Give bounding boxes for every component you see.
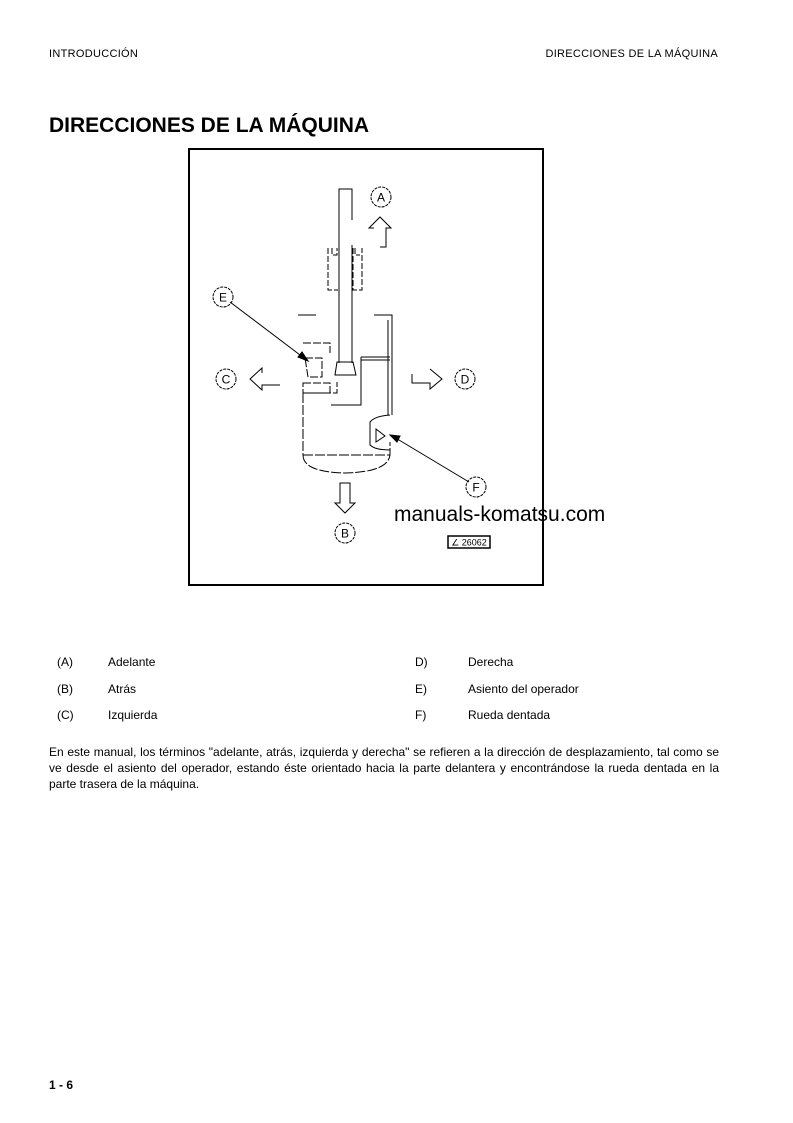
svg-text:A: A	[377, 191, 385, 205]
page-title: DIRECCIONES DE LA MÁQUINA	[49, 114, 370, 137]
header-chapter: DIRECCIONES DE LA MÁQUINA	[545, 48, 718, 60]
leader-line-e	[229, 301, 305, 359]
label-b: B	[334, 522, 356, 544]
sprocket-shape	[369, 414, 391, 451]
header-section: INTRODUCCIÓN	[49, 48, 139, 60]
watermark: manuals-komatsu.com	[394, 503, 606, 526]
svg-text:D: D	[461, 373, 470, 387]
legend-key: (B)	[57, 682, 73, 696]
leader-arrowhead-e	[297, 351, 310, 363]
arrow-forward	[367, 216, 393, 248]
label-e: E	[212, 286, 234, 308]
svg-text:F: F	[472, 481, 479, 495]
legend-key: E)	[415, 682, 427, 696]
legend-key: (A)	[57, 655, 73, 669]
machine-directions-figure: A B C D E F ∠ 26062	[188, 148, 544, 586]
leader-line-f	[393, 436, 470, 483]
arrow-right	[411, 368, 443, 391]
body-outline	[302, 393, 391, 474]
legend-text: Asiento del operador	[468, 682, 579, 696]
legend-text: Rueda dentada	[468, 708, 551, 722]
legend-text: Izquierda	[108, 708, 158, 722]
page-number: 1 - 6	[49, 1078, 74, 1092]
svg-text:C: C	[222, 373, 231, 387]
description-paragraph: En este manual, los términos "adelante, …	[49, 745, 719, 791]
legend-key: D)	[415, 655, 428, 669]
label-f: F	[465, 476, 487, 498]
legend-text: Atrás	[108, 682, 137, 696]
legend-text: Adelante	[108, 655, 156, 669]
boom-line	[338, 188, 353, 363]
legend-key: (C)	[57, 708, 74, 722]
label-a: A	[370, 186, 392, 208]
figure-code: ∠ 26062	[451, 538, 487, 548]
svg-text:E: E	[219, 291, 227, 305]
legend-text: Derecha	[468, 655, 514, 669]
arrow-back	[333, 482, 357, 514]
legend-key: F)	[415, 708, 427, 722]
label-c: C	[215, 368, 237, 390]
svg-text:B: B	[341, 527, 349, 541]
boom-bracket	[327, 248, 363, 291]
label-d: D	[454, 368, 476, 390]
arrow-left	[249, 366, 280, 392]
figure-code-box	[447, 535, 491, 549]
body-lines	[298, 314, 393, 415]
seat-shape	[302, 342, 338, 394]
leader-arrowhead-f	[388, 434, 401, 443]
